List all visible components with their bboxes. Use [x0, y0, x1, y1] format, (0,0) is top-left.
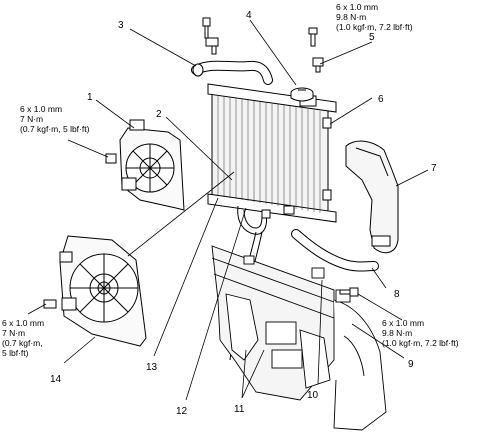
callout-8: 8	[394, 289, 400, 300]
mounting-bolt-5	[308, 27, 324, 73]
callout-10: 10	[307, 390, 319, 401]
callout-13: 13	[146, 362, 158, 373]
callout-9: 9	[408, 359, 414, 370]
spec-lower-left-line4: 5 lbf·ft)	[2, 348, 29, 358]
torque-spec-lower-right: 6 x 1.0 mm 9.8 N·m (1.0 kgf·m, 7.2 lbf·f…	[382, 318, 459, 348]
spec-top-right-line3: (1.0 kgf·m, 7.2 lbf·ft)	[336, 22, 413, 32]
spec-top-right-line2: 9.8 N·m	[336, 12, 366, 22]
callout-6: 6	[378, 94, 384, 105]
upper-radiator-hose	[191, 60, 273, 85]
fan-motor-assembly	[43, 235, 147, 347]
fan-shroud-upper	[105, 119, 185, 211]
lower-radiator-hose	[291, 229, 379, 272]
callout-labels: 1 2 3 4 5 6 7 8 9 10 11 12 13 14	[50, 10, 437, 417]
callout-12: 12	[176, 406, 188, 417]
callout-4: 4	[246, 10, 252, 21]
engine-compartment	[211, 245, 387, 431]
callout-11: 11	[234, 404, 245, 415]
spec-lower-right-line2: 9.8 N·m	[382, 328, 412, 338]
callout-2: 2	[156, 109, 162, 120]
reserve-tank	[345, 140, 399, 254]
callout-1: 1	[87, 92, 93, 103]
radiator	[207, 83, 337, 223]
mounting-bolt-9	[339, 287, 359, 297]
torque-spec-lower-left: 6 x 1.0 mm 7 N·m (0.7 kgf·m, 5 lbf·ft)	[2, 318, 44, 358]
spec-lower-left-line2: 7 N·m	[2, 328, 25, 338]
callout-3: 3	[118, 20, 124, 31]
spec-lower-right-line1: 6 x 1.0 mm	[382, 318, 424, 328]
spec-top-right-line1: 6 x 1.0 mm	[336, 2, 378, 12]
torque-spec-top-right: 6 x 1.0 mm 9.8 N·m (1.0 kgf·m, 7.2 lbf·f…	[336, 2, 413, 32]
leader-lines	[27, 19, 429, 401]
spec-lower-left-line3: (0.7 kgf·m,	[2, 338, 43, 348]
callout-5: 5	[369, 32, 375, 43]
callout-7: 7	[431, 163, 437, 174]
radiator-cap	[290, 87, 314, 102]
spec-upper-left-line2: 7 N·m	[20, 114, 43, 124]
torque-spec-upper-left: 6 x 1.0 mm 7 N·m (0.7 kgf·m, 5 lbf·ft)	[20, 104, 90, 134]
spec-lower-right-line3: (1.0 kgf·m, 7.2 lbf·ft)	[382, 338, 459, 348]
clamp-bolt-top-left	[202, 17, 219, 55]
spec-upper-left-line1: 6 x 1.0 mm	[20, 104, 62, 114]
spec-upper-left-line3: (0.7 kgf·m, 5 lbf·ft)	[20, 124, 90, 134]
callout-14: 14	[50, 374, 62, 385]
spec-lower-left-line1: 6 x 1.0 mm	[2, 318, 44, 328]
